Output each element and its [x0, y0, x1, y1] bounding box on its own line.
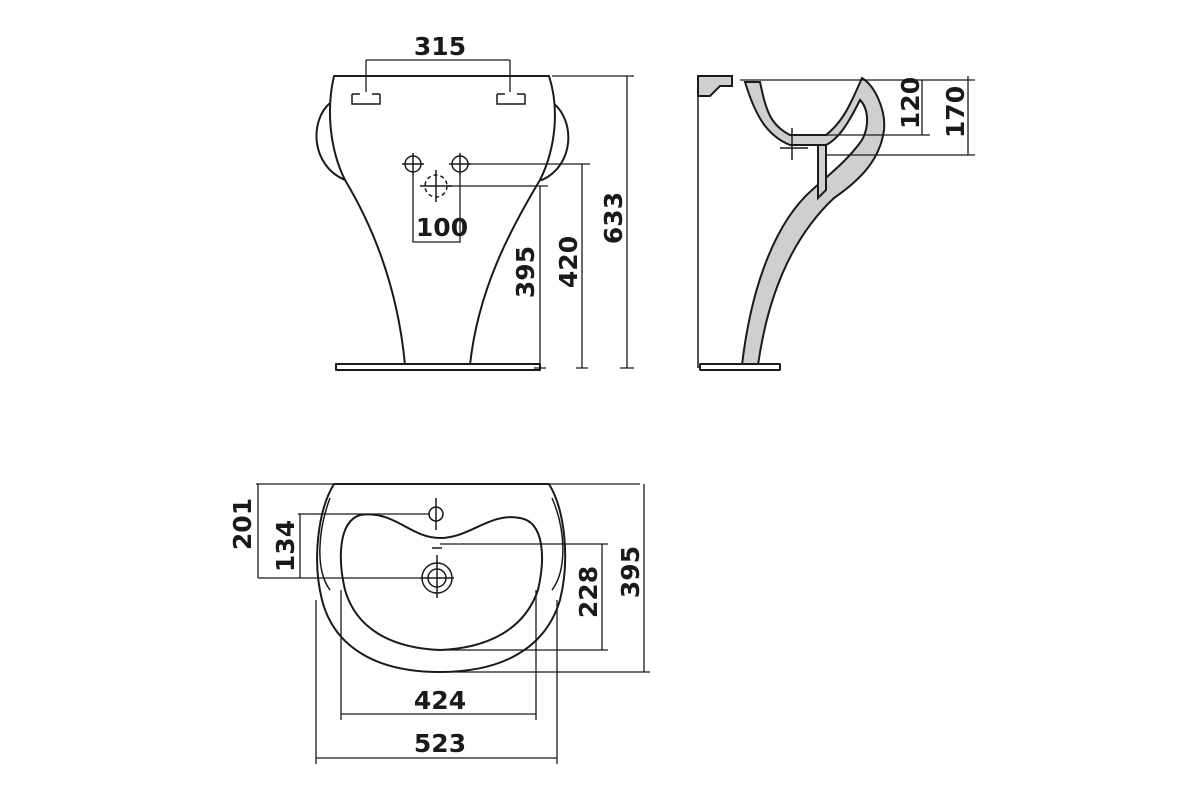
dim-rim-height: 170 [941, 86, 970, 138]
dim-overall-height: 633 [599, 192, 628, 244]
dim-overall-depth: 395 [616, 546, 645, 598]
dim-bowl-start: 134 [271, 520, 300, 572]
top-view: 201 134 228 395 424 523 [228, 483, 650, 764]
dim-drain-height: 395 [511, 246, 540, 298]
front-view: 315 100 395 420 633 [315, 32, 634, 371]
dim-bowl-depth-top: 228 [574, 566, 603, 618]
side-view: 120 170 [697, 75, 975, 371]
dim-overall-width: 523 [414, 729, 466, 758]
dim-bowl-depth-side: 120 [896, 77, 925, 129]
front-fixing-slot-right [496, 93, 526, 105]
front-base-plate [335, 363, 541, 371]
side-pedestal-inner [817, 144, 827, 201]
side-base-plate [699, 363, 781, 371]
dim-tap-hole-spacing: 315 [414, 32, 466, 61]
dim-supply-height: 420 [554, 236, 583, 288]
side-basin-section [740, 76, 886, 366]
side-rim [697, 75, 733, 97]
dim-bowl-width: 424 [414, 686, 466, 715]
dim-hole-spacing: 100 [416, 213, 468, 242]
top-left-wing [319, 497, 331, 591]
top-inner-bowl [339, 513, 543, 651]
front-fixing-slot-left [351, 93, 381, 105]
top-right-wing [551, 497, 564, 591]
dim-wall-to-tap-hole: 201 [228, 498, 257, 550]
